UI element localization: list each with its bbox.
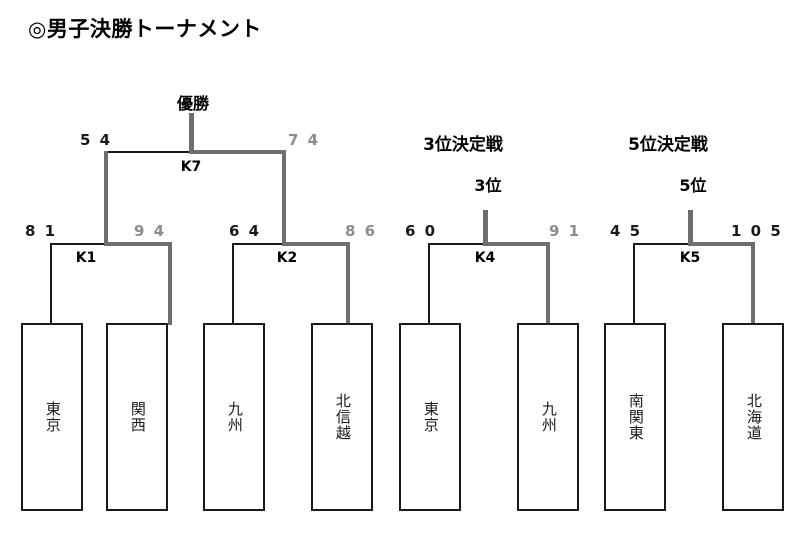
team-name: 東京: [421, 401, 440, 433]
score-k7-right: 7 4: [288, 131, 321, 149]
bracket-line-k2-right-drop: [346, 243, 350, 325]
score-k4-left: 6 0: [405, 222, 438, 240]
team-name: 東京: [43, 401, 62, 433]
bracket-line-k7-champion-stem: [189, 113, 194, 153]
bracket-line-k1-right-drop: [168, 243, 172, 325]
bracket-line-k4-top-right: [483, 242, 550, 246]
score-k5-left: 4 5: [610, 222, 643, 240]
label-third-place: 3位: [474, 176, 502, 195]
score-k4-right: 9 1: [549, 222, 582, 240]
bracket-line-k7-top-left: [105, 151, 192, 153]
score-k7-left: 5 4: [80, 131, 113, 149]
bracket-line-k2-top-left: [232, 243, 286, 245]
bracket-line-k1-left-drop: [50, 243, 52, 325]
score-k2-left: 6 4: [229, 222, 262, 240]
bracket-line-k4-left-drop: [428, 243, 430, 325]
bracket-line-k4-right-drop: [546, 243, 550, 325]
team-box[interactable]: 北信越: [311, 323, 373, 511]
team-name: 北信越: [333, 393, 352, 441]
section-header-fifth-place: 5位決定戦: [628, 135, 708, 155]
team-box[interactable]: 北海道: [722, 323, 784, 511]
team-name: 九州: [539, 401, 558, 433]
score-k2-right: 8 6: [345, 222, 378, 240]
label-fifth-place: 5位: [679, 176, 707, 195]
bracket-line-k7-right-drop: [282, 151, 286, 244]
team-box[interactable]: 東京: [21, 323, 83, 511]
bracket-line-k5-left-drop: [633, 243, 635, 325]
team-name: 北海道: [744, 393, 763, 441]
team-name: 南関東: [626, 393, 645, 441]
bracket-line-k2-top-right: [282, 242, 350, 246]
team-box[interactable]: 南関東: [604, 323, 666, 511]
match-code-k7: K7: [180, 159, 202, 175]
bracket-line-k7-left-drop: [104, 151, 108, 244]
bracket-line-k1-top-left: [50, 243, 106, 245]
team-box[interactable]: 関西: [106, 323, 168, 511]
page-title: ◎男子決勝トーナメント: [28, 17, 262, 41]
team-box[interactable]: 東京: [399, 323, 461, 511]
match-code-k2: K2: [276, 250, 298, 266]
match-code-k5: K5: [679, 250, 701, 266]
bracket-line-k5-top-left: [633, 243, 691, 245]
team-box[interactable]: 九州: [517, 323, 579, 511]
match-code-k1: K1: [75, 250, 97, 266]
score-k1-right: 9 4: [134, 222, 167, 240]
bracket-line-k4-result-stem: [483, 210, 488, 245]
bracket-line-k5-top-right: [688, 242, 755, 246]
score-k5-right: 1 0 5: [731, 222, 783, 240]
bracket-line-k2-left-drop: [232, 243, 234, 325]
bracket-line-k1-top-right: [104, 242, 172, 246]
score-k1-left: 8 1: [25, 222, 58, 240]
section-header-third-place: 3位決定戦: [423, 135, 503, 155]
team-name: 関西: [128, 401, 147, 433]
bracket-line-k7-top-right: [189, 150, 286, 154]
team-box[interactable]: 九州: [203, 323, 265, 511]
bracket-line-k5-result-stem: [688, 210, 693, 245]
label-champion: 優勝: [176, 94, 209, 113]
bracket-line-k5-right-drop: [751, 243, 755, 325]
match-code-k4: K4: [474, 250, 496, 266]
bracket-line-k4-top-left: [428, 243, 486, 245]
team-name: 九州: [225, 401, 244, 433]
